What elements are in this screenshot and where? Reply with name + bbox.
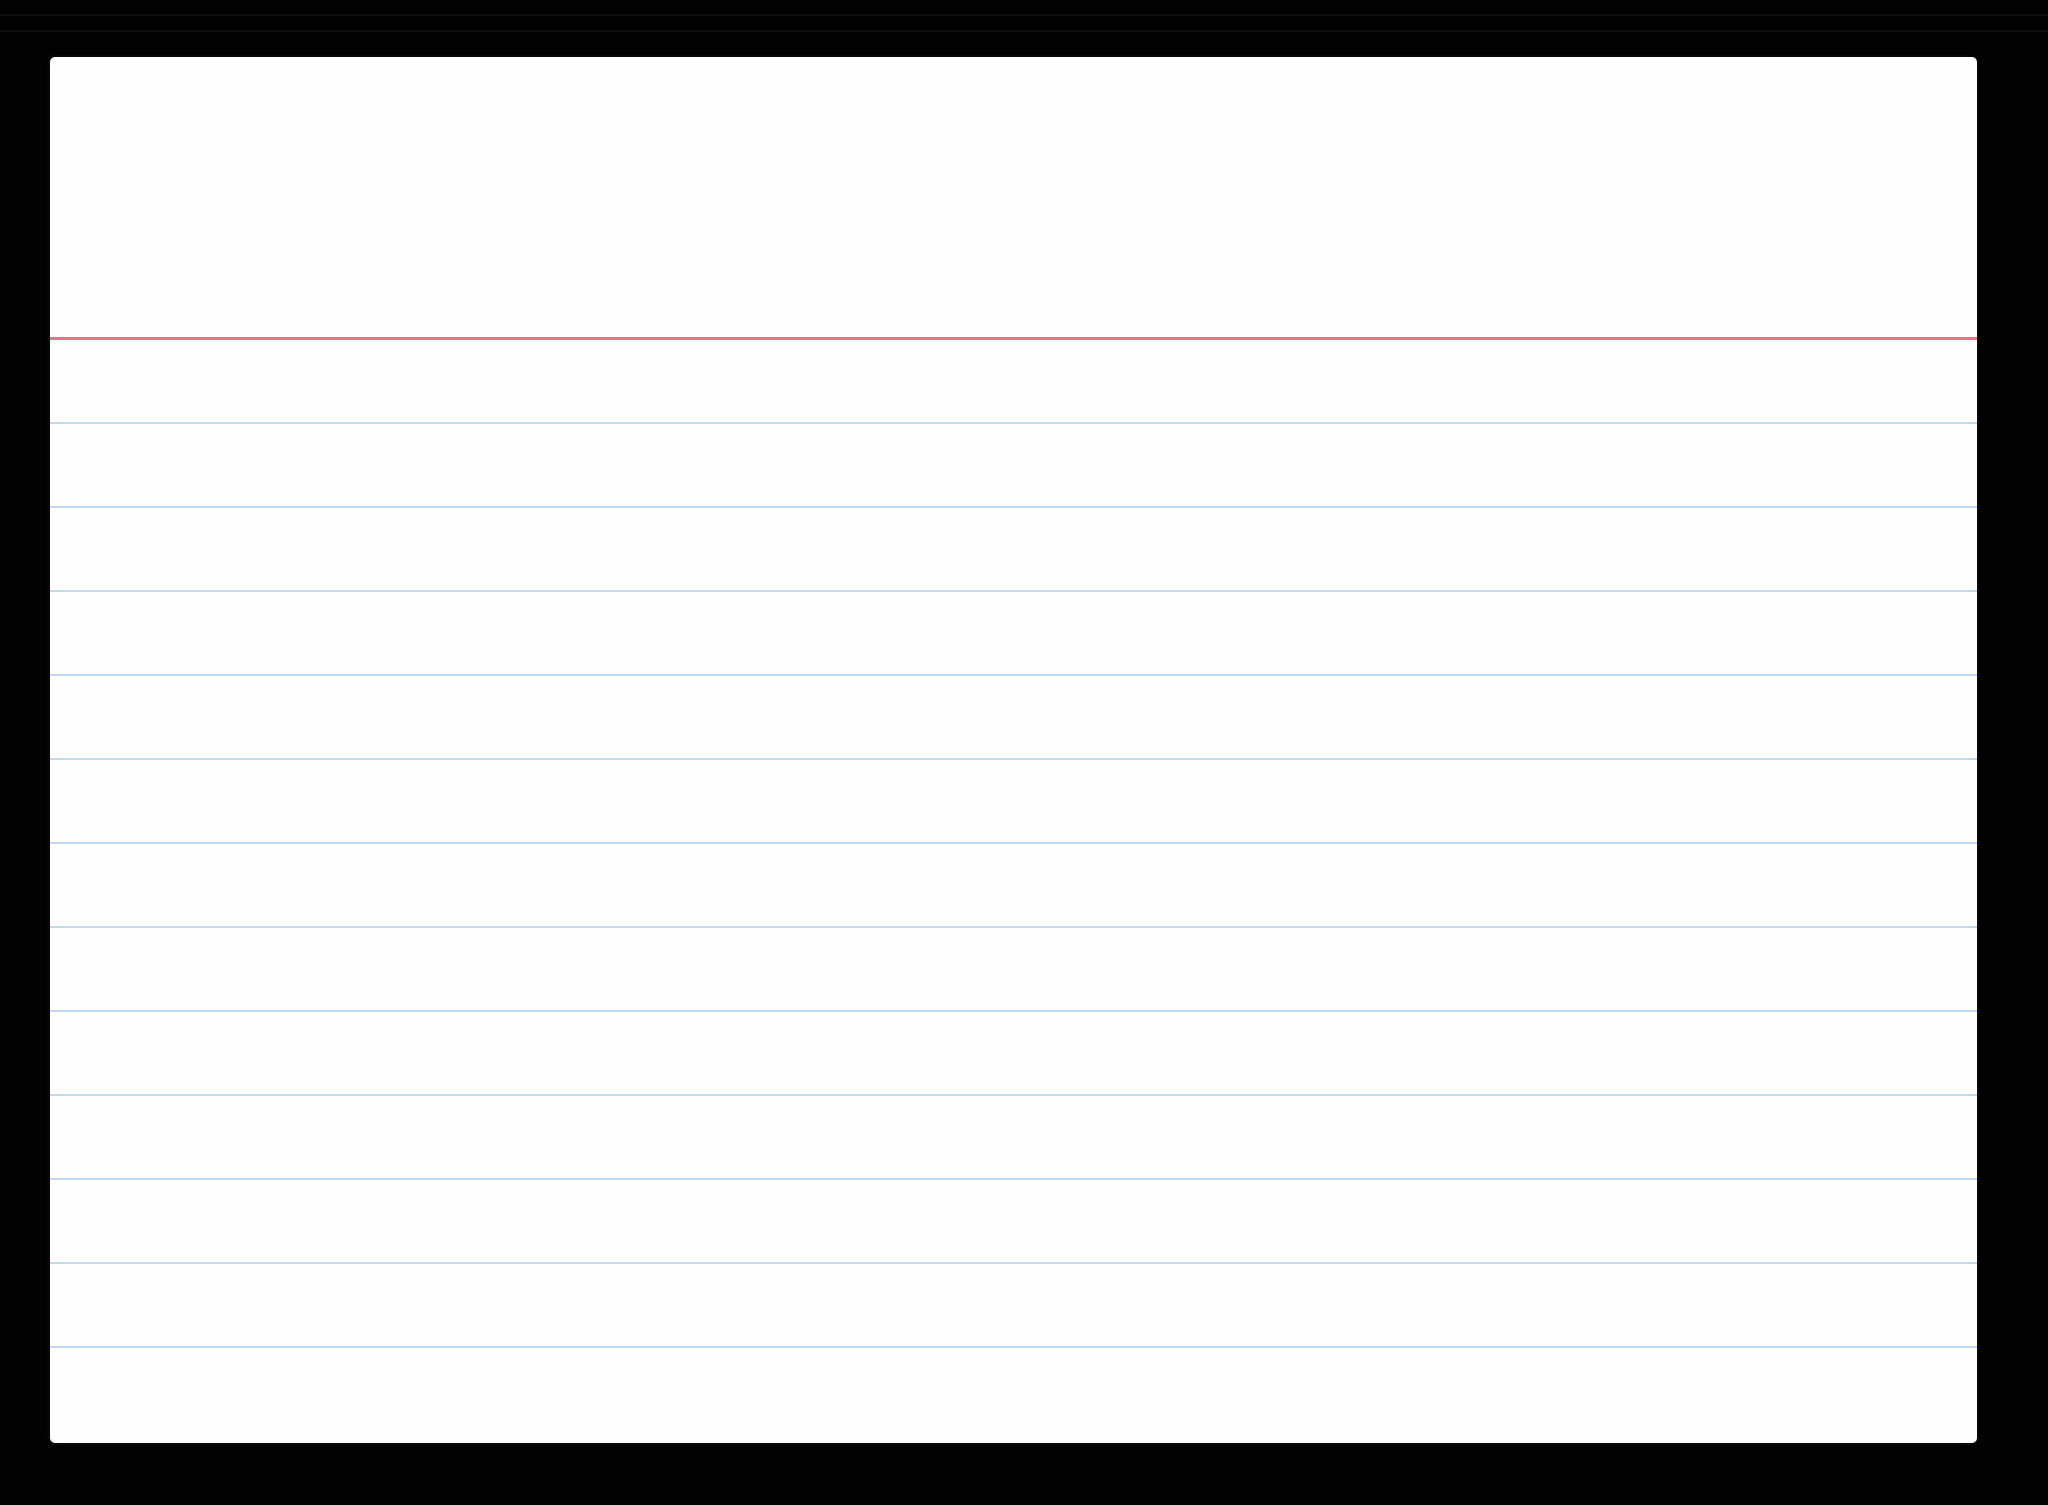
ruled-line	[50, 1178, 1977, 1180]
ruled-lines-area	[50, 422, 1977, 1443]
ruled-line	[50, 926, 1977, 928]
ruled-line	[50, 674, 1977, 676]
ruled-line	[50, 842, 1977, 844]
ruled-line	[50, 506, 1977, 508]
scan-artifact-line	[0, 30, 2048, 32]
ruled-line	[50, 1346, 1977, 1348]
ruled-line	[50, 1010, 1977, 1012]
ruled-line	[50, 422, 1977, 424]
index-card	[50, 57, 1977, 1443]
header-rule-line	[50, 337, 1977, 340]
scan-artifact-line	[0, 14, 2048, 16]
ruled-line	[50, 1262, 1977, 1264]
ruled-line	[50, 590, 1977, 592]
ruled-line	[50, 1094, 1977, 1096]
ruled-line	[50, 758, 1977, 760]
